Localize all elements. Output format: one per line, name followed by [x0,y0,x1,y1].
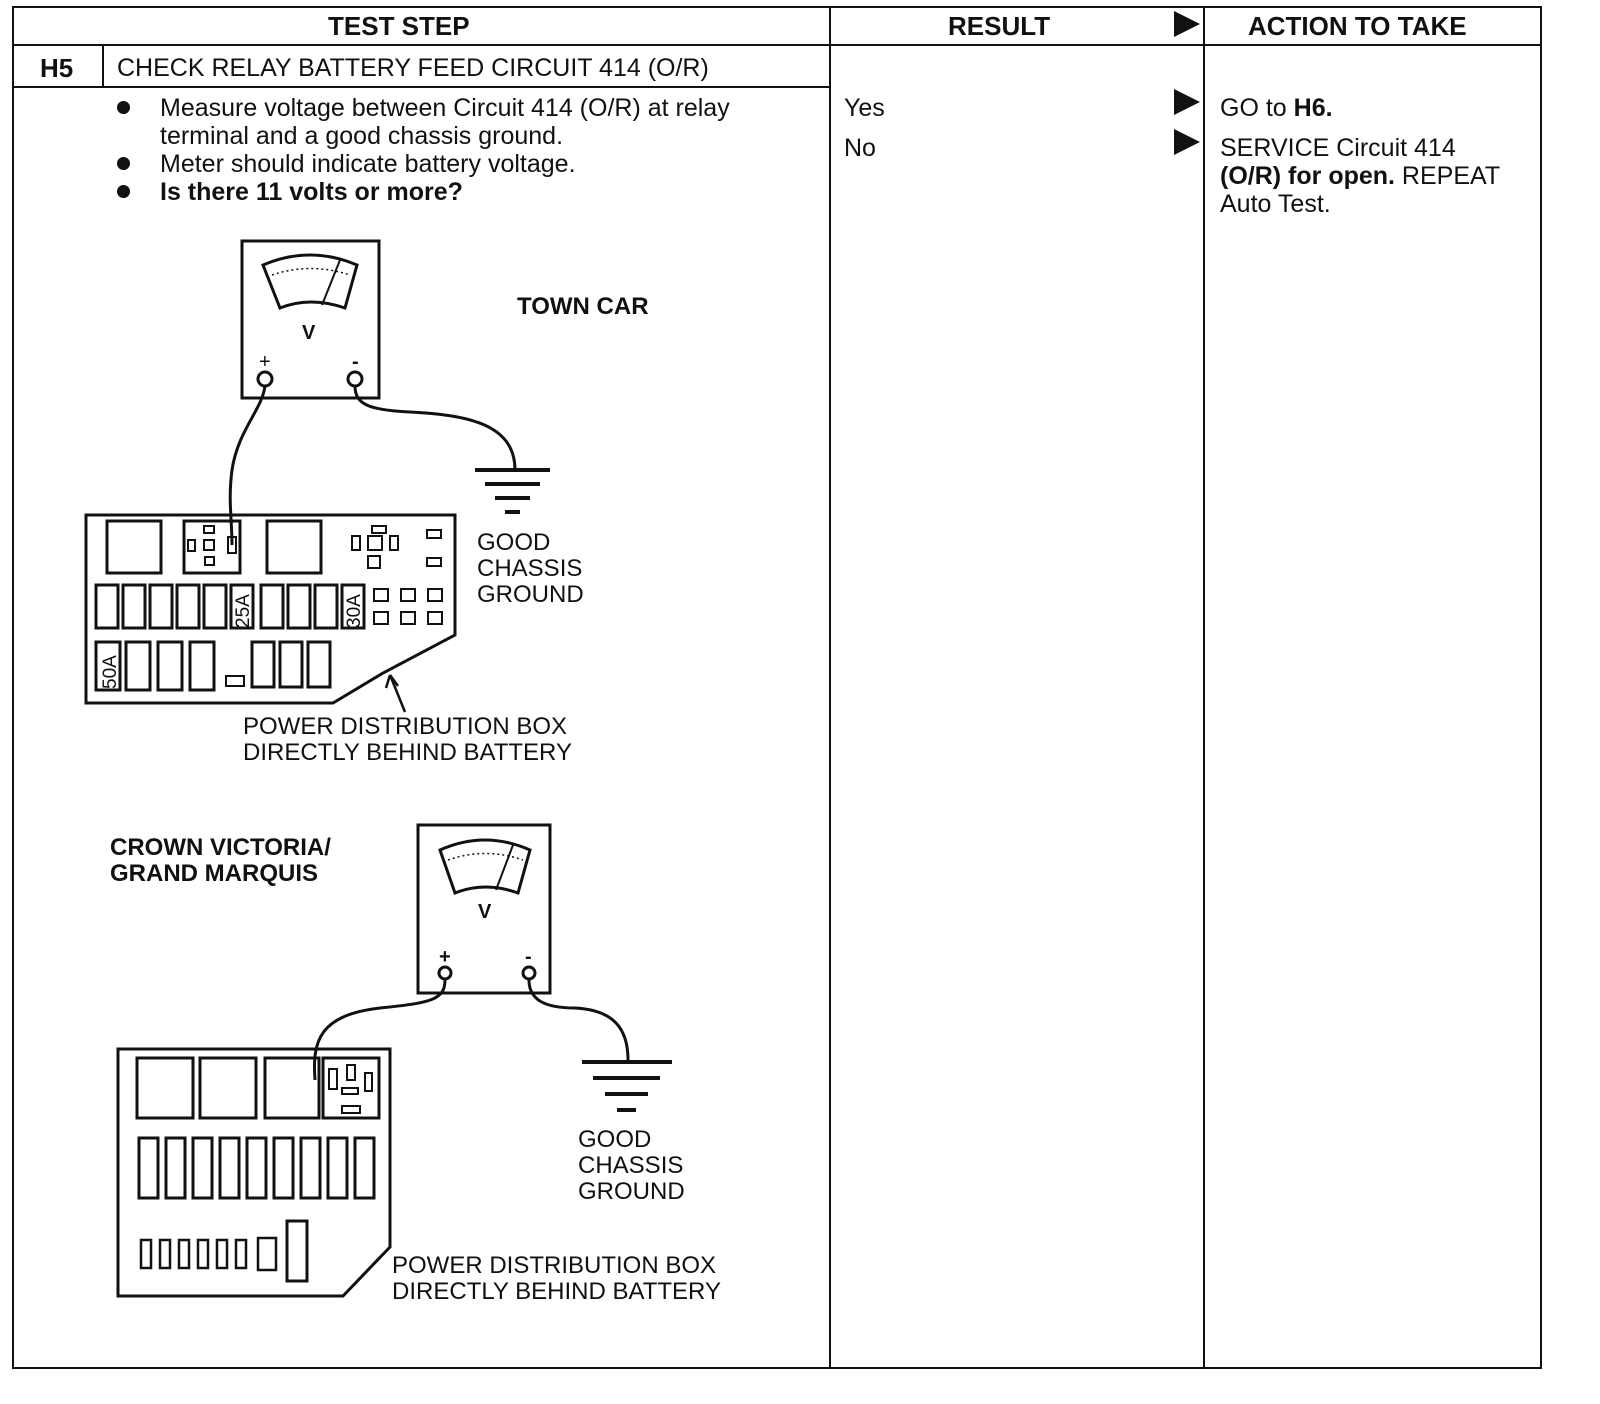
bullet-text-continued: terminal and a good chassis ground. [160,122,564,150]
crown-victoria-diagram: CROWN VICTORIA/ GRAND MARQUIS V + - GOOD… [110,823,721,1305]
result-arrow-icon [1174,129,1200,155]
action-yes-prefix: GO to [1220,94,1294,122]
voltmeter-icon [416,823,552,995]
bullet-icon [117,157,130,170]
action-yes-target: H6. [1293,94,1333,122]
box-label: POWER DISTRIBUTION BOX [392,1252,716,1279]
bullet-text: Measure voltage between Circuit 414 (O/R… [160,94,730,122]
meter-plus-label: + [259,351,271,373]
crown-victoria-label: CROWN VICTORIA/ [110,834,331,861]
negative-lead [353,385,517,471]
fuse-label-30a: 30A [344,594,365,628]
ground-icon [475,468,550,514]
negative-lead [527,979,630,1061]
result-no: No [844,134,876,162]
action-no-line3: Auto Test. [1220,190,1331,218]
town-car-diagram: TOWN CAR V + - GOOD CHASSIS GROUND [84,239,649,766]
ground-label: GOOD [578,1126,651,1153]
column-divider [829,6,831,1369]
power-distribution-box [84,513,457,705]
ground-label: CHASSIS [477,555,582,582]
header-action: ACTION TO TAKE [1248,11,1467,41]
action-yes: GO to H6. [1220,94,1333,122]
action-no-repeat: REPEAT [1394,162,1501,190]
pointer-arrow [384,674,407,713]
box-label: POWER DISTRIBUTION BOX [243,713,567,740]
fuse-label-50a: 50A [100,655,121,689]
voltmeter-icon [240,239,381,400]
title-divider [12,86,830,88]
meter-minus-label: - [352,351,359,373]
header-arrow-icon [1174,11,1200,37]
header-test-step: TEST STEP [328,11,470,41]
action-no-open: (O/R) for open. [1220,162,1395,190]
header-divider [12,44,1542,46]
bullet-icon [117,101,130,114]
header-result: RESULT [948,11,1051,41]
bullet-text: Meter should indicate battery voltage. [160,150,576,178]
ground-icon [582,1060,672,1112]
bullet-icon [117,185,130,198]
action-no-line1: SERVICE Circuit 414 [1220,134,1456,162]
meter-minus-label: - [525,946,532,968]
box-label: DIRECTLY BEHIND BATTERY [243,739,572,766]
ground-label: CHASSIS [578,1152,683,1179]
meter-v-label: V [302,322,316,344]
box-label: DIRECTLY BEHIND BATTERY [392,1278,721,1305]
meter-v-label: V [478,901,492,923]
fuse-label-25a: 25A [233,594,254,628]
step-title: CHECK RELAY BATTERY FEED CIRCUIT 414 (O/… [117,54,709,82]
ground-label: GROUND [578,1178,685,1205]
town-car-label: TOWN CAR [517,293,649,320]
power-distribution-box [116,1047,392,1298]
meter-plus-label: + [439,946,451,968]
ground-label: GROUND [477,581,584,608]
action-no-line2: (O/R) for open. REPEAT [1220,162,1500,190]
step-id: H5 [40,53,74,83]
result-arrow-icon [1174,89,1200,115]
bullet-question: Is there 11 volts or more? [160,178,463,206]
column-divider [1203,6,1205,1369]
result-yes: Yes [844,94,885,122]
step-id-divider [102,44,104,88]
ground-label: GOOD [477,529,550,556]
test-step-table [12,6,1542,1369]
crown-victoria-label: GRAND MARQUIS [110,860,318,887]
